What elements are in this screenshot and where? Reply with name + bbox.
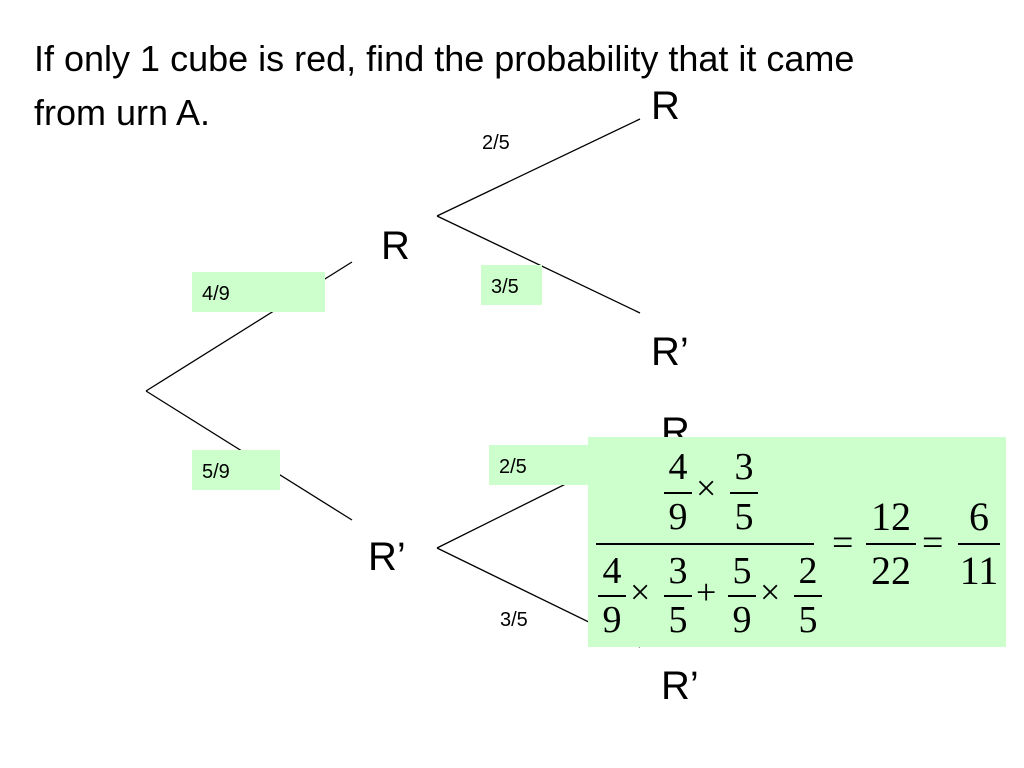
num-b-bar <box>730 492 758 494</box>
num-a-denominator: 9 <box>668 496 688 538</box>
prob-not-r-then-not-r: 3/5 <box>500 609 528 631</box>
den-t2-bar <box>664 595 692 597</box>
result1-bar <box>866 543 916 545</box>
den-t3-bar <box>728 595 756 597</box>
prob-r-then-r: 2/5 <box>482 132 510 154</box>
den-t4-denominator: 5 <box>798 599 818 641</box>
den-t1-denominator: 9 <box>602 599 622 641</box>
num-b-numerator: 3 <box>734 446 754 488</box>
den-t3-numerator: 5 <box>732 550 752 592</box>
prob-r-then-not-r: 3/5 <box>491 276 519 298</box>
question-text: If only 1 cube is red, find the probabil… <box>34 38 855 133</box>
den-t1-bar <box>598 595 626 597</box>
den-t2-denominator: 5 <box>668 599 688 641</box>
result1-numerator: 12 <box>871 494 911 539</box>
prob-box-first-not-red: 5/9 <box>192 450 280 490</box>
den-plus: + <box>696 572 717 612</box>
node-r: R <box>381 224 410 268</box>
num-a-bar <box>664 492 692 494</box>
equals-2: = <box>922 522 944 564</box>
result2-denominator: 11 <box>959 548 999 593</box>
num-b-denominator: 5 <box>734 496 754 538</box>
node-r-r-prime: R’ <box>651 330 689 374</box>
main-fraction-bar <box>596 543 814 545</box>
den-times-2: × <box>760 572 781 612</box>
den-t4-numerator: 2 <box>798 550 818 592</box>
prob-box-not-r-then-r: 2/5 <box>489 445 588 485</box>
prob-box-r-then-not-r: 3/5 <box>481 265 542 305</box>
result2-bar <box>958 543 1000 545</box>
equals-1: = <box>832 522 854 564</box>
den-t3-denominator: 9 <box>732 599 752 641</box>
prob-box-first-red: 4/9 <box>192 272 325 312</box>
result2-numerator: 6 <box>969 494 989 539</box>
node-r-prime-r-prime: R’ <box>661 664 699 708</box>
node-r-prime: R’ <box>368 535 406 579</box>
den-times-1: × <box>630 572 651 612</box>
node-r-r: R <box>651 84 680 128</box>
den-t2-numerator: 3 <box>668 550 688 592</box>
den-t1-numerator: 4 <box>602 550 622 592</box>
branch-R-to-R <box>436 118 641 217</box>
num-times: × <box>696 468 717 508</box>
bayes-formula-box: 4 9 × 3 5 4 9 × 3 5 + 5 9 × 2 5 = 12 22 … <box>588 437 1006 647</box>
prob-first-not-red: 5/9 <box>202 461 230 483</box>
num-a-numerator: 4 <box>668 446 688 488</box>
result1-denominator: 22 <box>871 548 911 593</box>
branch-R-to-R-prime <box>436 215 641 314</box>
den-t4-bar <box>794 595 822 597</box>
prob-not-r-then-r: 2/5 <box>499 456 527 478</box>
prob-first-red: 4/9 <box>202 283 230 305</box>
